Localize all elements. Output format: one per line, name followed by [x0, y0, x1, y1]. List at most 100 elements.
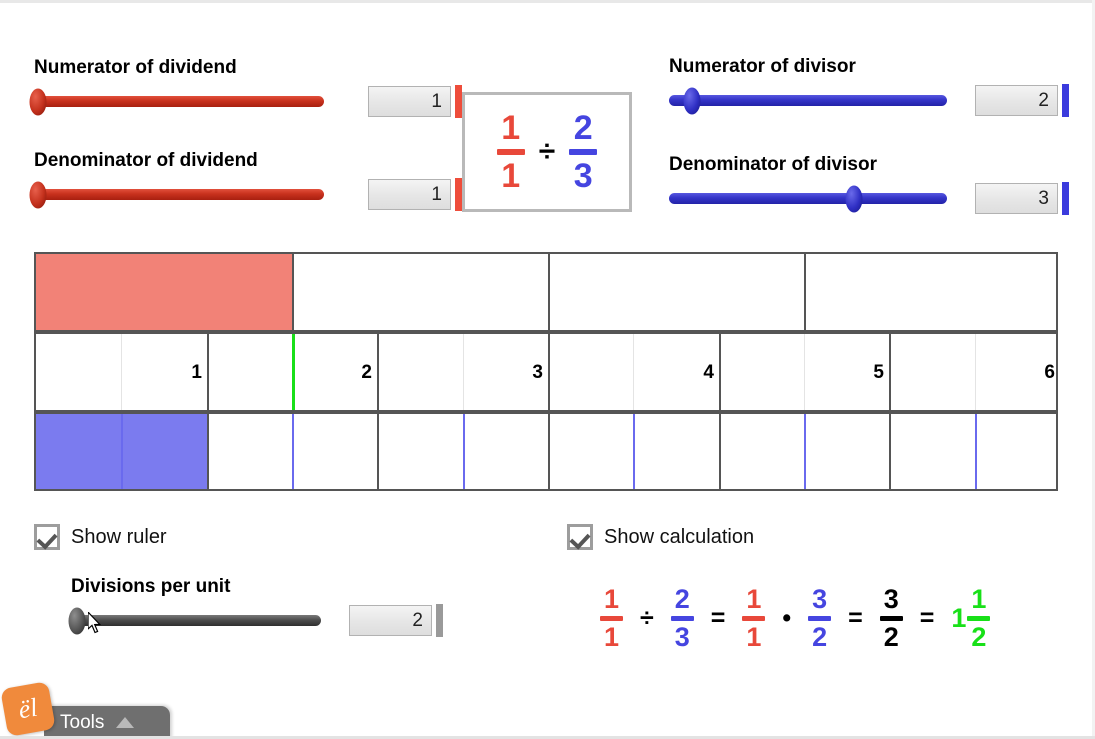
ruler-unit-line: [548, 334, 550, 410]
checkbox-row-show-calculation[interactable]: Show calculation: [567, 524, 754, 550]
show-calculation-label: Show calculation: [604, 525, 755, 548]
slider-knob-numerator-of-dividend[interactable]: [29, 88, 47, 115]
calc-operator: =: [848, 604, 863, 632]
divisor-unit-line: [207, 414, 209, 489]
ruler-tick-label: 5: [873, 362, 884, 383]
divisor-subdivision-line: [975, 414, 977, 489]
divisor-subdivision-line: [804, 414, 806, 489]
show-ruler-label: Show ruler: [71, 525, 167, 548]
ruler-tick-label: 6: [1044, 362, 1055, 383]
divisor-subdivision-line: [121, 414, 123, 489]
calc-numerator: 1: [971, 584, 987, 614]
slider-track-fill: [34, 96, 324, 107]
ruler-unit-line: [207, 334, 209, 410]
slider-label: Numerator of divisor: [669, 56, 856, 77]
ruler-subdivision-line: [975, 334, 976, 410]
slider-group-denominator-of-divisor: Denominator of divisor 3: [669, 154, 1069, 215]
slider-value-accent-bar: [1062, 84, 1069, 117]
slider-group-numerator-of-dividend: Numerator of dividend 1: [29, 57, 462, 118]
slider-value-denominator-of-divisor[interactable]: 3: [975, 183, 1058, 214]
slider-group-numerator-of-divisor: Numerator of divisor 2: [669, 56, 1069, 117]
slider-knob-numerator-of-divisor[interactable]: [683, 87, 701, 114]
slider-value-accent-bar: [436, 604, 443, 637]
calc-denominator: 2: [883, 622, 899, 652]
tools-bar[interactable]: Tools: [44, 706, 170, 739]
slider-track-denominator-of-dividend[interactable]: [29, 181, 324, 208]
slider-value-accent-bar: [455, 85, 462, 118]
triangle-up-icon[interactable]: [116, 717, 135, 728]
slider-value-numerator-of-dividend[interactable]: 1: [368, 86, 451, 117]
slider-value-accent-bar: [1062, 182, 1069, 215]
slider-value-divisions-per-unit[interactable]: 2: [349, 605, 432, 636]
fraction-bar: [600, 616, 623, 621]
calc-denominator: 1: [746, 622, 762, 652]
tools-label: Tools: [60, 711, 105, 733]
dividend-denominator: 1: [501, 157, 521, 195]
divisor-unit-line: [719, 414, 721, 489]
ruler-tick-label: 3: [532, 362, 543, 383]
calc-numerator: 2: [674, 584, 690, 614]
dividend-numerator: 1: [501, 109, 521, 147]
slider-track-divisions-per-unit[interactable]: [68, 607, 321, 634]
number-line-quotient-band: [34, 252, 1058, 332]
show-ruler-checkbox[interactable]: [34, 524, 60, 550]
slider-knob-divisions-per-unit[interactable]: [68, 607, 86, 634]
mouse-cursor-icon: [88, 612, 102, 634]
calc-operator: ÷: [640, 604, 654, 632]
quotient-marker: [292, 334, 295, 410]
quotient-divider: [804, 254, 806, 330]
slider-track-numerator-of-divisor[interactable]: [669, 87, 947, 114]
slider-knob-denominator-of-divisor[interactable]: [845, 185, 863, 212]
number-line-divisor-band: [34, 412, 1058, 491]
slider-value-accent-bar: [455, 178, 462, 211]
ruler-unit-line: [889, 334, 891, 410]
fraction-bar: [742, 616, 766, 621]
ruler-subdivision-line: [633, 334, 634, 410]
slider-knob-denominator-of-dividend[interactable]: [29, 181, 47, 208]
slider-label: Denominator of divisor: [669, 154, 877, 175]
calc-operator: •: [782, 604, 792, 632]
calc-whole-part: 1: [951, 603, 967, 633]
divisor-subdivision-line: [292, 414, 294, 489]
app-logo[interactable]: ël: [0, 681, 56, 737]
ruler-tick-label: 4: [703, 362, 714, 383]
slider-value-numerator-of-divisor[interactable]: 2: [975, 85, 1058, 116]
top-border: [0, 0, 1095, 3]
divisor-numerator: 2: [573, 109, 593, 147]
fraction-bar: [670, 616, 694, 621]
divisor-denominator: 3: [573, 157, 593, 195]
divisor-unit-line: [377, 414, 379, 489]
divisor-unit-line: [548, 414, 550, 489]
slider-track-denominator-of-divisor[interactable]: [669, 185, 947, 212]
checkbox-row-show-ruler[interactable]: Show ruler: [34, 524, 167, 550]
fraction-bar: [569, 149, 598, 155]
slider-track-fill: [34, 189, 324, 200]
divisions-per-unit-label: Divisions per unit: [71, 576, 231, 597]
divisor-subdivision-line: [633, 414, 635, 489]
division-operator: ÷: [538, 135, 556, 168]
show-calculation-checkbox[interactable]: [567, 524, 593, 550]
ruler-subdivision-line: [463, 334, 464, 410]
slider-track-numerator-of-dividend[interactable]: [29, 88, 324, 115]
right-border: [1092, 0, 1095, 739]
calc-denominator: 2: [971, 622, 987, 652]
fraction-bar: [496, 149, 525, 155]
slider-label: Denominator of dividend: [34, 150, 258, 171]
divisor-subdivision-line: [463, 414, 465, 489]
expression-box: 1 1 ÷ 2 3: [462, 92, 632, 212]
calc-numerator: 3: [883, 584, 899, 614]
calc-numerator: 1: [603, 584, 620, 614]
calc-numerator: 3: [812, 584, 828, 614]
quotient-fill: [36, 254, 292, 330]
quotient-divider: [292, 254, 294, 330]
ruler-unit-line: [719, 334, 721, 410]
calc-denominator: 2: [812, 622, 828, 652]
slider-value-denominator-of-dividend[interactable]: 1: [368, 179, 451, 210]
